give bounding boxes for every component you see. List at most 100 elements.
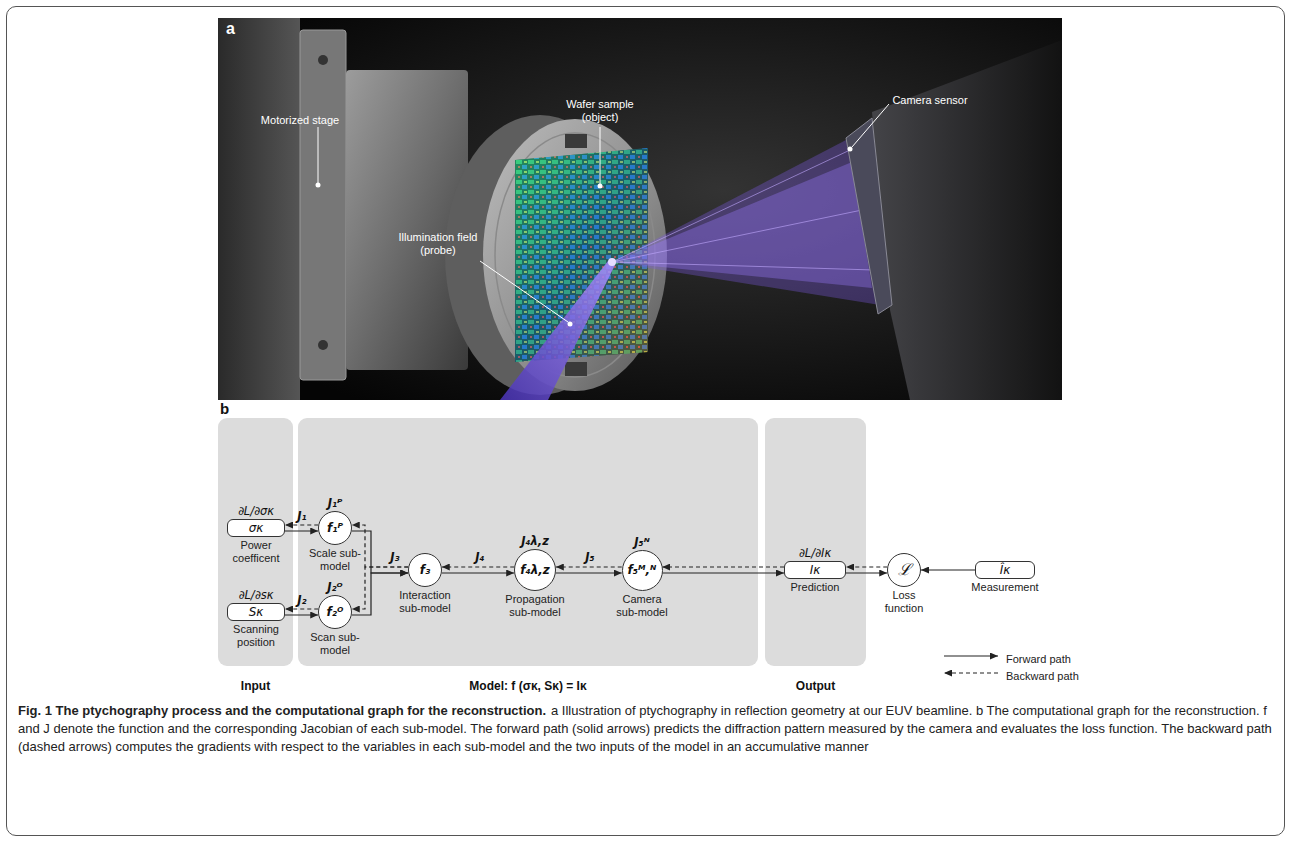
jacobian-label: J₁ bbox=[297, 509, 306, 523]
caption-title: Fig. 1 The ptychography process and the … bbox=[18, 703, 546, 718]
wafer-clip bbox=[565, 134, 587, 148]
node-caption: Scanning position bbox=[219, 623, 293, 649]
backward-arrow bbox=[285, 608, 318, 609]
submodel-circle: J₁ᴾf₁ᴾScale sub-model bbox=[318, 511, 352, 545]
forward-arrow bbox=[442, 572, 514, 573]
forward-arrow bbox=[921, 569, 975, 570]
forward-arrow bbox=[352, 531, 409, 573]
node-caption: Loss function bbox=[877, 589, 931, 615]
callout-label: Illumination field (probe) bbox=[388, 231, 488, 257]
node-symbol: Sκ bbox=[249, 605, 264, 619]
panel-letter: b bbox=[220, 400, 229, 417]
beam-ray bbox=[612, 150, 850, 262]
leader-dot bbox=[848, 147, 853, 152]
edge-label-slot: J₄ bbox=[475, 547, 484, 565]
loss-circle: ℒLoss function bbox=[887, 553, 921, 587]
camera-housing bbox=[872, 40, 1062, 400]
input-panel: Input∂L/∂σκσκPower coefficent∂L/∂sκSκSca… bbox=[218, 418, 293, 666]
panel-heading: Output bbox=[796, 679, 835, 694]
beam-ray bbox=[612, 262, 874, 270]
variable-box: ∂L/∂σκσκPower coefficent bbox=[227, 519, 285, 537]
node-symbol: σκ bbox=[249, 521, 264, 535]
node-caption: Propagation sub-model bbox=[499, 593, 571, 619]
screw-hole bbox=[318, 55, 328, 65]
backward-arrow bbox=[556, 566, 622, 567]
wafer-clip bbox=[565, 362, 587, 376]
node-caption: Measurement bbox=[971, 581, 1038, 594]
leader-line bbox=[600, 127, 601, 184]
stage-rail bbox=[300, 30, 346, 380]
jacobian-label: J₅ᴺ bbox=[634, 535, 649, 549]
node-caption: Scan sub-model bbox=[305, 631, 365, 657]
label-slot: Wafer sample (object) bbox=[555, 98, 645, 125]
leader-dot bbox=[568, 322, 573, 327]
forward-arrow bbox=[556, 572, 622, 573]
text-slot: J₄λ,z bbox=[499, 534, 571, 548]
text-slot: Scan sub-model bbox=[305, 631, 365, 657]
callout-label: Camera sensor bbox=[892, 94, 967, 107]
jacobian-label: J₁ᴾ bbox=[328, 496, 343, 510]
text-slot: Camera sub-model bbox=[611, 593, 673, 619]
legend-solid-sample bbox=[944, 655, 998, 656]
stage-base bbox=[218, 18, 300, 400]
output-panel: Output∂L/∂IκIκPrediction bbox=[765, 418, 866, 666]
backward-arrow bbox=[846, 566, 887, 567]
text-slot: ∂L/∂σκ bbox=[219, 504, 293, 518]
text-slot: Loss function bbox=[877, 589, 931, 615]
callout-label: Wafer sample (object) bbox=[555, 98, 645, 124]
text-slot: J₅ᴺ bbox=[611, 535, 673, 549]
leader-line bbox=[318, 127, 319, 183]
label-slot: b bbox=[220, 400, 229, 418]
panel-heading: Input bbox=[241, 679, 270, 694]
node-symbol: f₃ bbox=[420, 563, 430, 577]
screw-hole bbox=[318, 340, 328, 350]
jacobian-label: J₂ᴼ bbox=[327, 580, 342, 594]
edge-label-slot: J₂ bbox=[297, 590, 306, 608]
beam-ray bbox=[612, 210, 862, 262]
text-slot: Scanning position bbox=[219, 623, 293, 649]
legend-dashed-sample bbox=[944, 672, 998, 673]
panel-heading: Model: f (σκ, Sκ) = Iκ bbox=[469, 679, 586, 694]
edge-label-slot: J₃ bbox=[390, 547, 399, 565]
forward-arrow bbox=[352, 573, 409, 615]
backward-arrow bbox=[442, 566, 514, 567]
backward-arrow bbox=[352, 567, 409, 609]
text-slot: ∂L/∂sκ bbox=[219, 588, 293, 602]
backward-arrow bbox=[352, 525, 409, 567]
beam-spot bbox=[608, 258, 616, 266]
label-slot: Illumination field (probe) bbox=[388, 231, 488, 258]
leader-line bbox=[852, 104, 889, 147]
figure-caption: Fig. 1 The ptychography process and the … bbox=[18, 702, 1273, 756]
edge-label-slot: J₁ bbox=[297, 506, 306, 524]
leader-line bbox=[480, 261, 568, 322]
node-symbol: f₁ᴾ bbox=[327, 521, 343, 535]
node-caption: Power coefficent bbox=[219, 539, 293, 565]
node-symbol: ℒ bbox=[898, 561, 911, 579]
gradient-label: ∂L/∂Iκ bbox=[799, 546, 831, 560]
photo-background bbox=[218, 18, 1062, 400]
label-slot: a bbox=[226, 20, 235, 38]
legend-text: Backward path bbox=[1006, 670, 1079, 683]
backward-arrow bbox=[285, 524, 318, 525]
jacobian-label: J₃ bbox=[390, 550, 399, 564]
node-caption: Camera sub-model bbox=[611, 593, 673, 619]
label-slot: Motorized stage bbox=[245, 110, 355, 128]
model-panel: Model: f (σκ, Sκ) = IκJ₁ᴾf₁ᴾScale sub-mo… bbox=[298, 418, 758, 666]
text-slot: Prediction bbox=[775, 581, 855, 594]
incident-beam bbox=[500, 261, 615, 400]
text-slot: Model: f (σκ, Sκ) = Iκ bbox=[378, 679, 678, 694]
camera-sensor bbox=[846, 118, 892, 314]
submodel-circle: J₅ᴺf₅ᴹ,ᴺCamera sub-model bbox=[622, 550, 663, 591]
text-slot: ∂L/∂Iκ bbox=[775, 546, 855, 560]
text-slot: J₁ᴾ bbox=[305, 496, 365, 510]
node-caption: Prediction bbox=[791, 581, 840, 594]
node-symbol: f₂ᴼ bbox=[327, 605, 344, 619]
panel-letter: a bbox=[226, 20, 235, 38]
legend-slot: Backward path bbox=[1006, 666, 1079, 684]
forward-arrow bbox=[285, 614, 318, 615]
text-slot: Measurement bbox=[963, 581, 1047, 594]
node-caption: Interaction sub-model bbox=[389, 589, 461, 615]
text-slot: Scale sub-model bbox=[305, 547, 365, 573]
jacobian-label: J₄ bbox=[475, 550, 484, 564]
